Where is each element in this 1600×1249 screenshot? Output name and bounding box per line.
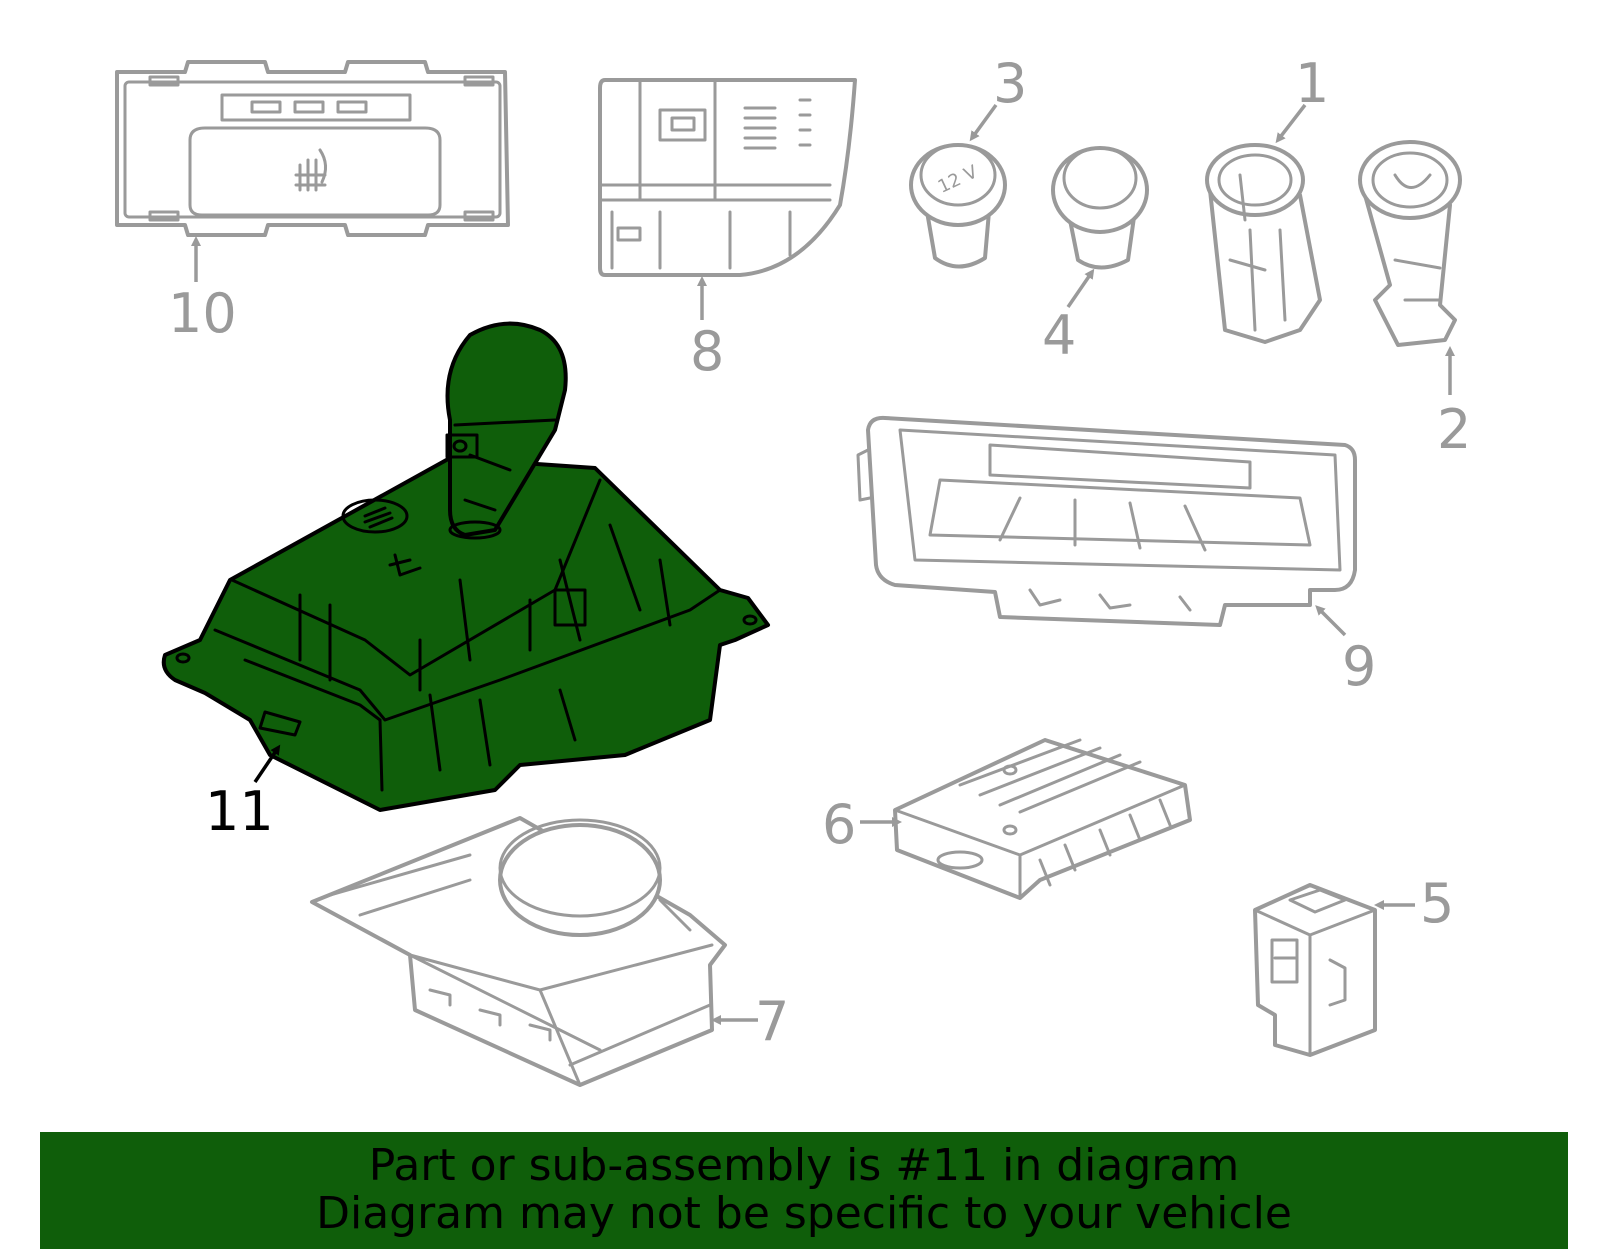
part-10-switch-panel xyxy=(115,60,510,237)
part-11-gear-selector xyxy=(161,321,770,812)
part-6-usb-hub xyxy=(893,738,1192,900)
callout-label-1: 1 xyxy=(1295,52,1329,115)
part-9-climate-panel xyxy=(856,415,1357,627)
part-8-switch-block xyxy=(598,78,857,277)
callout-label-5: 5 xyxy=(1420,872,1454,935)
callout-label-4: 4 xyxy=(1042,304,1076,367)
part-1-socket-housing xyxy=(1205,143,1322,344)
part-4-socket-cap xyxy=(1051,146,1149,270)
callout-label-2: 2 xyxy=(1437,398,1471,461)
info-banner: Part or sub-assembly is #11 in diagram D… xyxy=(40,1132,1568,1249)
callout-label-10: 10 xyxy=(168,282,237,345)
part-2-socket-connector xyxy=(1358,140,1462,347)
callout-label-9: 9 xyxy=(1342,635,1376,698)
part-5-usb-port xyxy=(1253,883,1377,1057)
callout-label-7: 7 xyxy=(755,990,789,1053)
callout-labels: 3 1 2 4 5 6 7 8 9 10 11 xyxy=(168,52,1471,1053)
callout-label-11: 11 xyxy=(205,780,274,843)
callout-leaders xyxy=(191,103,1455,1025)
callout-label-6: 6 xyxy=(822,793,856,856)
part-7-idrive-controller xyxy=(310,816,727,1087)
banner-line-2: Diagram may not be specific to your vehi… xyxy=(316,1188,1292,1239)
banner-line-1: Part or sub-assembly is #11 in diagram xyxy=(368,1140,1240,1191)
callout-label-8: 8 xyxy=(690,320,724,383)
callout-label-3: 3 xyxy=(993,52,1027,115)
part-3-12v-socket: 12 V xyxy=(909,143,1007,269)
